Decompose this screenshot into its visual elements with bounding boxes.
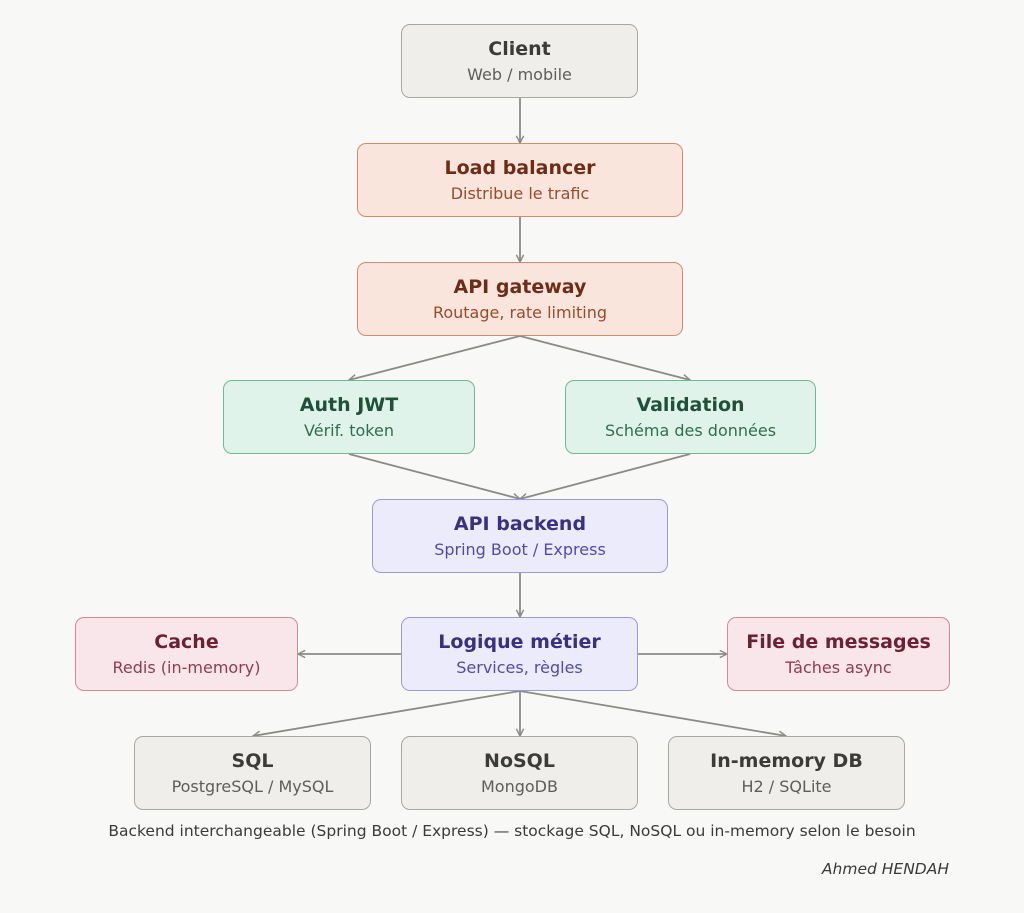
- node-file-de-messages-subtitle: Tâches async: [785, 657, 892, 677]
- edge-gateway-to-validation: [519, 335, 690, 380]
- node-sql-subtitle: PostgreSQL / MySQL: [171, 776, 334, 796]
- node-auth-jwt-subtitle: Vérif. token: [304, 420, 394, 440]
- node-sql-title: SQL: [231, 749, 274, 772]
- edge-logic-to-inmem: [519, 690, 786, 736]
- node-api-backend-subtitle: Spring Boot / Express: [434, 539, 606, 559]
- node-validation-title: Validation: [636, 393, 745, 416]
- diagram-caption: Backend interchangeable (Spring Boot / E…: [108, 822, 916, 840]
- node-validation: Validation Schéma des données: [565, 380, 816, 454]
- node-api-gateway-subtitle: Routage, rate limiting: [432, 302, 608, 322]
- node-in-memory-db-subtitle: H2 / SQLite: [741, 776, 832, 796]
- node-load-balancer: Load balancer Distribue le trafic: [357, 143, 683, 217]
- node-load-balancer-subtitle: Distribue le trafic: [450, 183, 590, 203]
- node-in-memory-db: In-memory DB H2 / SQLite: [668, 736, 905, 810]
- node-sql: SQL PostgreSQL / MySQL: [134, 736, 371, 810]
- node-load-balancer-title: Load balancer: [444, 156, 596, 179]
- edge-auth-to-backend: [348, 453, 520, 499]
- node-logique-metier-title: Logique métier: [438, 630, 601, 653]
- node-validation-subtitle: Schéma des données: [604, 420, 777, 440]
- edge-validation-to-backend: [520, 453, 691, 499]
- node-cache: Cache Redis (in-memory): [75, 617, 298, 691]
- node-api-gateway: API gateway Routage, rate limiting: [357, 262, 683, 336]
- node-nosql-title: NoSQL: [484, 749, 555, 772]
- node-client-title: Client: [488, 37, 551, 60]
- node-cache-subtitle: Redis (in-memory): [112, 657, 261, 677]
- node-cache-title: Cache: [154, 630, 219, 653]
- node-file-de-messages: File de messages Tâches async: [727, 617, 950, 691]
- node-logique-metier-subtitle: Services, règles: [456, 657, 583, 677]
- author-credit: Ahmed HENDAH: [821, 860, 949, 878]
- node-logique-metier: Logique métier Services, règles: [401, 617, 638, 691]
- edge-gateway-to-auth: [349, 335, 521, 380]
- node-client-subtitle: Web / mobile: [467, 64, 572, 84]
- edge-logic-to-sql: [253, 690, 521, 736]
- node-nosql-subtitle: MongoDB: [481, 776, 558, 796]
- node-auth-jwt: Auth JWT Vérif. token: [223, 380, 475, 454]
- node-file-de-messages-title: File de messages: [746, 630, 931, 653]
- node-auth-jwt-title: Auth JWT: [299, 393, 399, 416]
- node-client: Client Web / mobile: [401, 24, 638, 98]
- node-in-memory-db-title: In-memory DB: [710, 749, 863, 772]
- node-nosql: NoSQL MongoDB: [401, 736, 638, 810]
- node-api-backend: API backend Spring Boot / Express: [372, 499, 668, 573]
- node-api-backend-title: API backend: [453, 512, 587, 535]
- node-api-gateway-title: API gateway: [453, 275, 587, 298]
